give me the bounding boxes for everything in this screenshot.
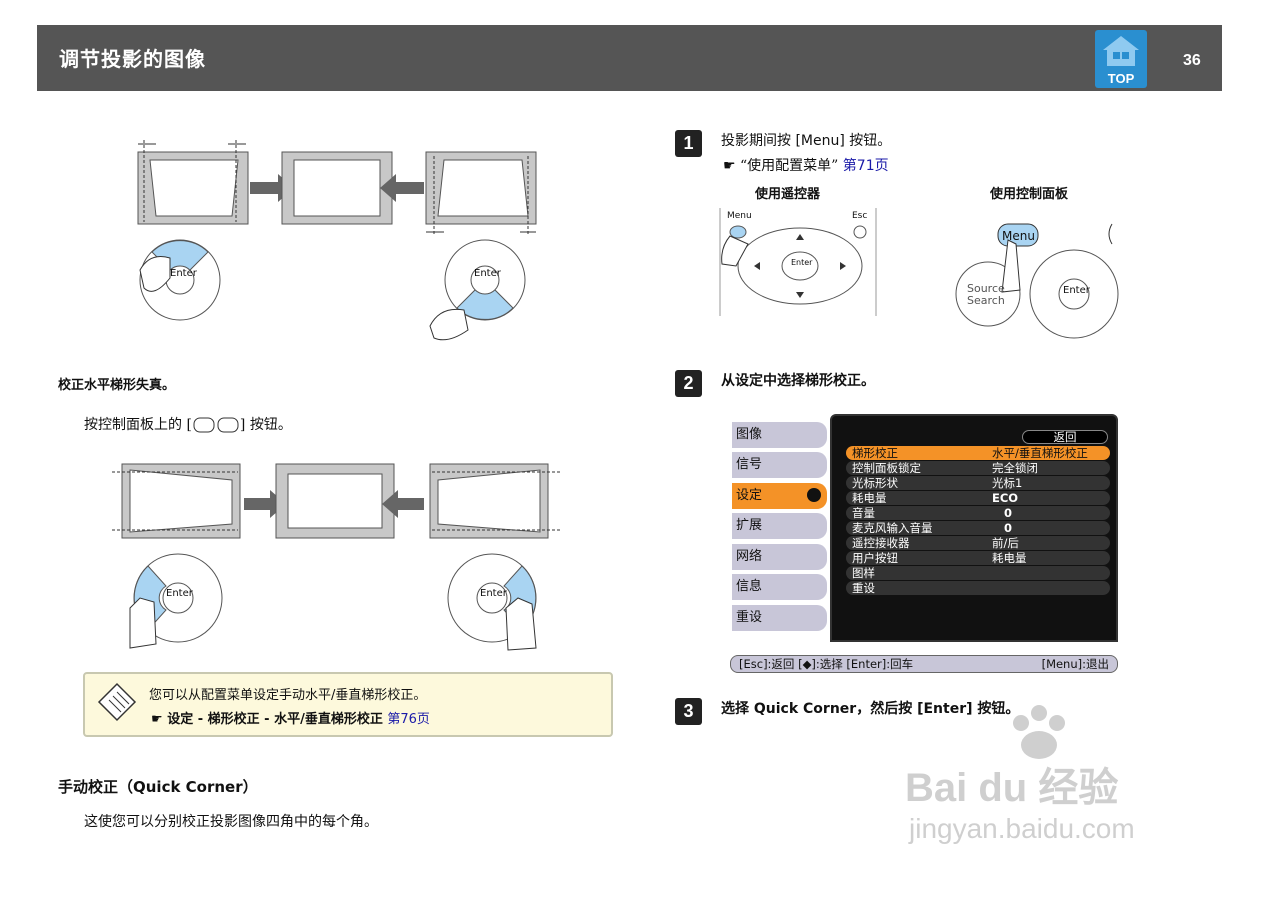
note-text: 您可以从配置菜单设定手动水平/垂直梯形校正。 (149, 688, 427, 703)
menu-row-key: 重设 (852, 581, 875, 595)
top-button[interactable]: TOP (1095, 30, 1147, 88)
step-2-number: 2 (675, 370, 702, 397)
step-3-number: 3 (675, 698, 702, 725)
menu-tab-settings-label: 设定 (736, 488, 763, 503)
quick-corner-text: 这使您可以分别校正投影图像四角中的每个角。 (84, 814, 378, 830)
home-icon (1103, 36, 1139, 66)
watermark-brand: Bai du 经验 (905, 766, 1119, 810)
menu-row-reset[interactable]: 重设 (846, 581, 1110, 595)
enter-label-4: Enter (480, 588, 507, 599)
menu-row-value: 水平/垂直梯形校正 (992, 446, 1088, 460)
panel-enter-label: Enter (1063, 285, 1090, 296)
config-menu-footer: [Esc]:返回 [◆]:选择 [Enter]:回车 [Menu]:退出 (730, 655, 1118, 673)
baidu-watermark: Bai du 经验 jingyan.baidu.com (905, 705, 1205, 855)
step-1-number: 1 (675, 130, 702, 157)
menu-row-pattern[interactable]: 图样 (846, 566, 1110, 580)
horizontal-keystone-buttons-icon (192, 416, 240, 434)
menu-row-value: 完全锁闭 (992, 461, 1038, 475)
step-2-text: 从设定中选择梯形校正。 (721, 373, 875, 389)
menu-row-key: 麦克风输入音量 (852, 521, 933, 535)
step-3-text: 选择 Quick Corner，然后按 [Enter] 按钮。 (721, 698, 1019, 718)
menu-row-value: ECO (992, 491, 1019, 505)
menu-tab-extended[interactable]: 扩展 (732, 513, 827, 539)
menu-row-keystone[interactable]: 梯形校正 水平/垂直梯形校正 (846, 446, 1110, 460)
menu-row-key: 用户按钮 (852, 551, 898, 565)
menu-row-user-button[interactable]: 用户按钮 耗电量 (846, 551, 1110, 565)
menu-row-value: 0 (1004, 506, 1013, 520)
enter-label-1: Enter (170, 268, 197, 279)
pointing-hand-icon: ☛ (151, 712, 163, 727)
menu-row-key: 音量 (852, 506, 875, 520)
note-ref: ☛ 设定 - 梯形校正 - 水平/垂直梯形校正 第76页 (151, 708, 430, 727)
remote-menu-label: Menu (727, 211, 752, 221)
section-heading: 校正水平梯形失真。 (58, 378, 176, 393)
step-1-ref-text: “使用配置菜单” (740, 158, 839, 174)
horizontal-keystone-diagram (112, 463, 560, 651)
remote-title: 使用遥控器 (755, 187, 821, 202)
watermark-url: jingyan.baidu.com (909, 813, 1135, 844)
pointing-hand-icon: ☛ (723, 158, 736, 174)
menu-row-value: 前/后 (992, 536, 1019, 550)
note-ref-page-link[interactable]: 第76页 (387, 712, 430, 727)
menu-tab-network[interactable]: 网络 (732, 544, 827, 570)
paw-icon (1013, 705, 1065, 759)
step-1-ref: ☛ “使用配置菜单” 第71页 (723, 155, 889, 175)
menu-row-power[interactable]: 耗电量 ECO (846, 491, 1110, 505)
instruction-line: 按控制面板上的 [ ] 按钮。 (84, 414, 292, 434)
menu-tab-info[interactable]: 信息 (732, 574, 827, 600)
vertical-keystone-diagram (137, 140, 537, 341)
page-header: 调节投影的图像 TOP 36 (37, 25, 1222, 91)
menu-row-value: 0 (1004, 521, 1013, 535)
menu-row-key: 遥控接收器 (852, 536, 910, 550)
top-label: TOP (1107, 71, 1135, 86)
remote-enter-label: Enter (791, 258, 813, 267)
menu-row-value: 耗电量 (992, 551, 1027, 565)
page-number: 36 (1183, 52, 1201, 69)
footer-right: [Menu]:退出 (1041, 657, 1109, 671)
config-menu-panel: 返回 梯形校正 水平/垂直梯形校正 控制面板锁定 完全锁闭 光标形状 光标1 耗电量 E… (830, 414, 1118, 642)
menu-back-button[interactable]: 返回 (1022, 430, 1108, 444)
menu-row-key: 控制面板锁定 (852, 461, 921, 475)
step-1-text: 投影期间按 [Menu] 按钮。 (721, 133, 892, 149)
menu-row-value: 光标1 (992, 476, 1023, 490)
menu-row-receiver[interactable]: 遥控接收器 前/后 (846, 536, 1110, 550)
step-3-bold: Quick Corner (753, 701, 857, 717)
quick-corner-heading: 手动校正（Quick Corner） (58, 778, 258, 796)
memo-icon (97, 682, 137, 722)
menu-tab-image[interactable]: 图像 (732, 422, 827, 448)
note-box: 您可以从配置菜单设定手动水平/垂直梯形校正。 ☛ 设定 - 梯形校正 - 水平/… (83, 672, 613, 737)
note-ref-path: 设定 - 梯形校正 - 水平/垂直梯形校正 (167, 712, 383, 727)
menu-row-key: 梯形校正 (852, 446, 898, 460)
instruction-suffix: ] 按钮。 (239, 417, 292, 433)
panel-source-line1: Source (967, 282, 1005, 295)
menu-tab-reset[interactable]: 重设 (732, 605, 827, 631)
remote-esc-label: Esc (852, 211, 868, 221)
page-title: 调节投影的图像 (59, 47, 206, 71)
menu-row-key: 耗电量 (852, 491, 887, 505)
config-menu: 图像 信号 设定 扩展 网络 信息 重设 返回 梯形校正 水平/垂直梯形校正 控制… (730, 414, 1118, 642)
menu-row-pointer-shape[interactable]: 光标形状 光标1 (846, 476, 1110, 490)
step-3-prefix: 选择 (721, 701, 754, 717)
remote-control-illustration (719, 208, 877, 316)
config-menu-tabs: 图像 信号 设定 扩展 网络 信息 重设 (730, 414, 828, 642)
menu-row-mic-volume[interactable]: 麦克风输入音量 0 (846, 521, 1110, 535)
step-3-suffix: ，然后按 [Enter] 按钮。 (856, 701, 1020, 717)
menu-row-panel-lock[interactable]: 控制面板锁定 完全锁闭 (846, 461, 1110, 475)
menu-row-volume[interactable]: 音量 0 (846, 506, 1110, 520)
menu-row-key: 光标形状 (852, 476, 898, 490)
menu-row-key: 图样 (852, 566, 875, 580)
panel-menu-button[interactable]: Menu (1002, 229, 1035, 243)
control-panel-illustration (955, 223, 1119, 339)
panel-title: 使用控制面板 (990, 187, 1069, 202)
step-1-ref-page-link[interactable]: 第71页 (842, 158, 889, 174)
menu-tab-signal[interactable]: 信号 (732, 452, 827, 478)
instruction-prefix: 按控制面板上的 [ (84, 417, 192, 433)
menu-tab-settings[interactable]: 设定 (732, 483, 827, 509)
enter-label-3: Enter (166, 588, 193, 599)
enter-icon (807, 488, 821, 502)
footer-left: [Esc]:返回 [◆]:选择 [Enter]:回车 (739, 657, 914, 671)
enter-label-2: Enter (474, 268, 501, 279)
panel-source-line2: Search (967, 294, 1005, 307)
